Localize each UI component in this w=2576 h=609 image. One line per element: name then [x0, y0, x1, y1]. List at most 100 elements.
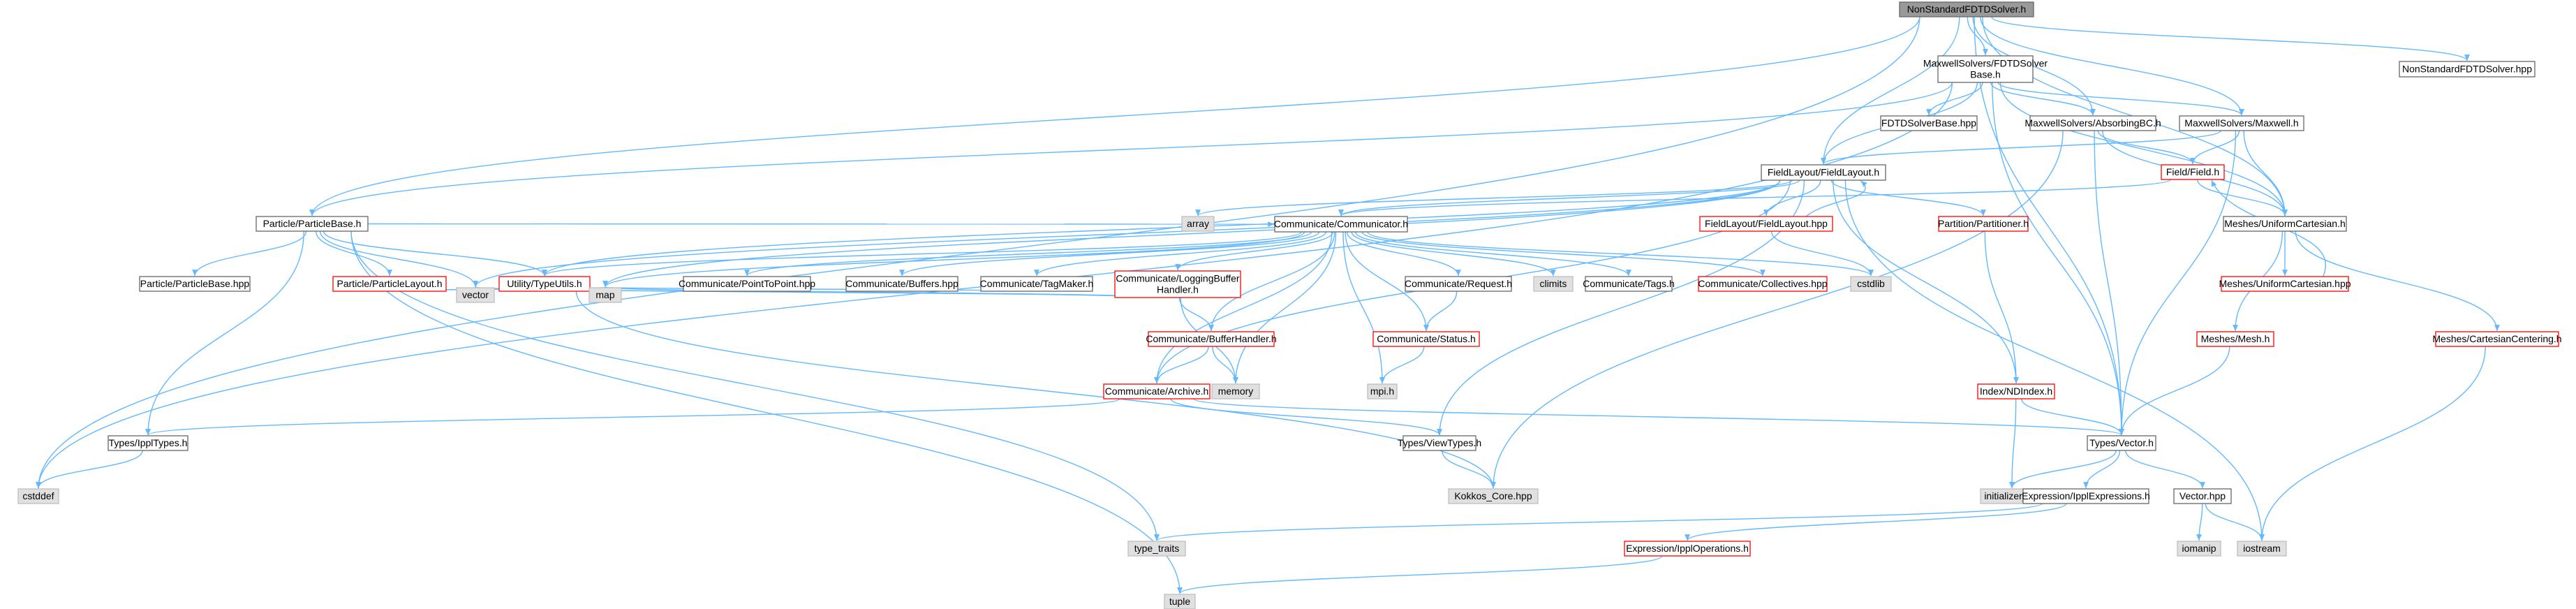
node-fdtdbase[interactable]: MaxwellSolvers/FDTDSolverBase.h	[1923, 55, 2048, 83]
node-array: array	[1181, 216, 1215, 232]
node-box	[2177, 541, 2221, 557]
edge-path	[1980, 16, 2244, 116]
node-mpih: mpi.h	[1367, 383, 1398, 399]
edge-path	[2205, 503, 2265, 541]
edge-path	[36, 450, 143, 489]
node-box	[1585, 276, 1673, 292]
node-commstatus[interactable]: Communicate/Status.h	[1372, 331, 1480, 347]
dependency-edge	[899, 231, 1320, 277]
node-typesvector[interactable]: Types/Vector.h	[2087, 435, 2156, 451]
node-archive[interactable]: Communicate/Archive.h	[1103, 383, 1211, 399]
node-communicator[interactable]: Communicate/Communicator.h	[1274, 216, 1408, 233]
node-label: Communicate/Collectives.hpp	[1698, 278, 1827, 289]
node-label: Partition/Partitioner.h	[1938, 218, 2029, 229]
node-fieldh[interactable]: Field/Field.h	[2161, 164, 2225, 180]
dependency-edge	[1442, 450, 1496, 489]
node-box	[108, 435, 188, 451]
node-box	[1937, 55, 2034, 83]
node-box	[332, 276, 447, 292]
node-tagmaker[interactable]: Communicate/TagMaker.h	[980, 276, 1094, 292]
edge-path	[1423, 291, 1458, 332]
node-ndindex[interactable]: Index/NDIndex.h	[1977, 383, 2055, 399]
node-bufferhandler[interactable]: Communicate/BufferHandler.h	[1146, 331, 1277, 347]
dependency-edge	[1991, 16, 2470, 61]
node-buffershpp[interactable]: Communicate/Buffers.hpp	[845, 276, 958, 292]
node-label: Handler.h	[1157, 284, 1199, 295]
dependency-edge	[1177, 555, 1663, 594]
node-ptp[interactable]: Communicate/PointToPoint.hpp	[679, 276, 815, 292]
node-nsfdtdhpp[interactable]: NonStandardFDTDSolver.hpp	[2399, 61, 2536, 78]
dependency-edge	[1175, 231, 1333, 271]
node-label: Base.h	[1970, 69, 2001, 80]
edge-path	[2009, 398, 2017, 489]
edge-path	[2125, 450, 2205, 489]
node-box	[1372, 331, 1480, 347]
node-particlebasehpp[interactable]: Particle/ParticleBase.hpp	[139, 276, 251, 292]
node-fdtdbasehpp[interactable]: FDTDSolverBase.hpp	[1880, 115, 1978, 131]
node-box	[1164, 594, 1196, 609]
node-cartcentering[interactable]: Meshes/CartesianCentering.h	[2432, 331, 2562, 347]
edge-path	[1992, 82, 2124, 436]
node-request[interactable]: Communicate/Request.h	[1405, 276, 1512, 292]
edge-path	[1926, 82, 1983, 116]
node-particlebase[interactable]: Particle/ParticleBase.h	[256, 216, 369, 232]
node-box	[1938, 216, 2029, 232]
node-label: FDTDSolverBase.hpp	[1881, 117, 1976, 129]
node-partitioner[interactable]: Partition/Partitioner.h	[1938, 216, 2029, 232]
node-tags[interactable]: Communicate/Tags.h	[1583, 276, 1675, 292]
dependency-edge	[2083, 450, 2121, 489]
edge-path	[2094, 130, 2124, 436]
node-box	[1880, 115, 1978, 131]
node-iostream: iostream	[2237, 541, 2287, 557]
node-fieldlayouthpp[interactable]: FieldLayout/FieldLayout.hpp	[1699, 216, 1833, 232]
node-box	[1103, 383, 1211, 399]
dependency-edge	[473, 179, 1781, 288]
edge-path	[2119, 346, 2230, 436]
node-meshmesh[interactable]: Meshes/Mesh.h	[2196, 331, 2274, 347]
node-label: Expression/IpplExpressions.h	[2022, 490, 2150, 501]
node-ipplexpr[interactable]: Expression/IpplExpressions.h	[2022, 488, 2150, 504]
node-box	[2161, 164, 2225, 180]
dependency-edge	[350, 230, 1183, 594]
node-box	[1367, 383, 1398, 399]
edge-path	[2020, 398, 2124, 436]
node-particlelayout[interactable]: Particle/ParticleLayout.h	[332, 276, 447, 292]
edge-path	[1338, 179, 2172, 217]
dependency-edge	[2009, 398, 2017, 489]
edge-path	[1990, 82, 2096, 116]
node-typetraits: type_traits	[1127, 541, 1186, 557]
node-meshesuchpp[interactable]: Meshes/UniformCartesian.hpp	[2219, 276, 2351, 292]
edge-path	[1175, 231, 1333, 271]
dependency-edge	[367, 221, 1275, 227]
dependency-edge	[542, 179, 1781, 277]
node-viewtypes[interactable]: Types/ViewTypes.h	[1398, 435, 1481, 451]
dependency-edge	[2119, 346, 2230, 436]
node-label: Field/Field.h	[2166, 166, 2219, 177]
edge-path	[1830, 179, 1986, 217]
node-ippleops[interactable]: Expression/IpplOperations.h	[1624, 541, 1751, 557]
node-root[interactable]: NonStandardFDTDSolver.h	[1899, 1, 2034, 17]
dependency-edge	[1354, 231, 1631, 277]
node-collectives[interactable]: Communicate/Collectives.hpp	[1698, 276, 1828, 292]
node-typeutils[interactable]: Utility/TypeUtils.h	[498, 276, 591, 292]
node-vectorhpp[interactable]: Vector.hpp	[2173, 488, 2232, 504]
node-absorbing[interactable]: MaxwellSolvers/AbsorbingBC.h	[2024, 115, 2161, 131]
dependency-edge	[1342, 231, 1385, 384]
node-label: Communicate/Status.h	[1377, 333, 1476, 344]
edge-path	[2119, 130, 2237, 436]
node-climits: climits	[1533, 276, 1574, 292]
node-box	[1850, 276, 1892, 292]
node-label: MaxwellSolvers/Maxwell.h	[2184, 117, 2298, 129]
dependency-edge	[2259, 346, 2486, 541]
dependency-edge	[309, 16, 1920, 217]
dependency-edge	[1154, 231, 1333, 384]
node-fieldlayout[interactable]: FieldLayout/FieldLayout.h	[1761, 164, 1886, 181]
node-ippltypes[interactable]: Types/IpplTypes.h	[108, 435, 188, 451]
node-label: Particle/ParticleBase.hpp	[140, 278, 250, 289]
node-maxwell[interactable]: MaxwellSolvers/Maxwell.h	[2179, 115, 2304, 131]
node-meshesuc[interactable]: Meshes/UniformCartesian.h	[2223, 216, 2347, 232]
dependency-edge	[1770, 230, 1874, 277]
node-label: cstdlib	[1857, 278, 1885, 289]
node-box	[589, 287, 622, 303]
